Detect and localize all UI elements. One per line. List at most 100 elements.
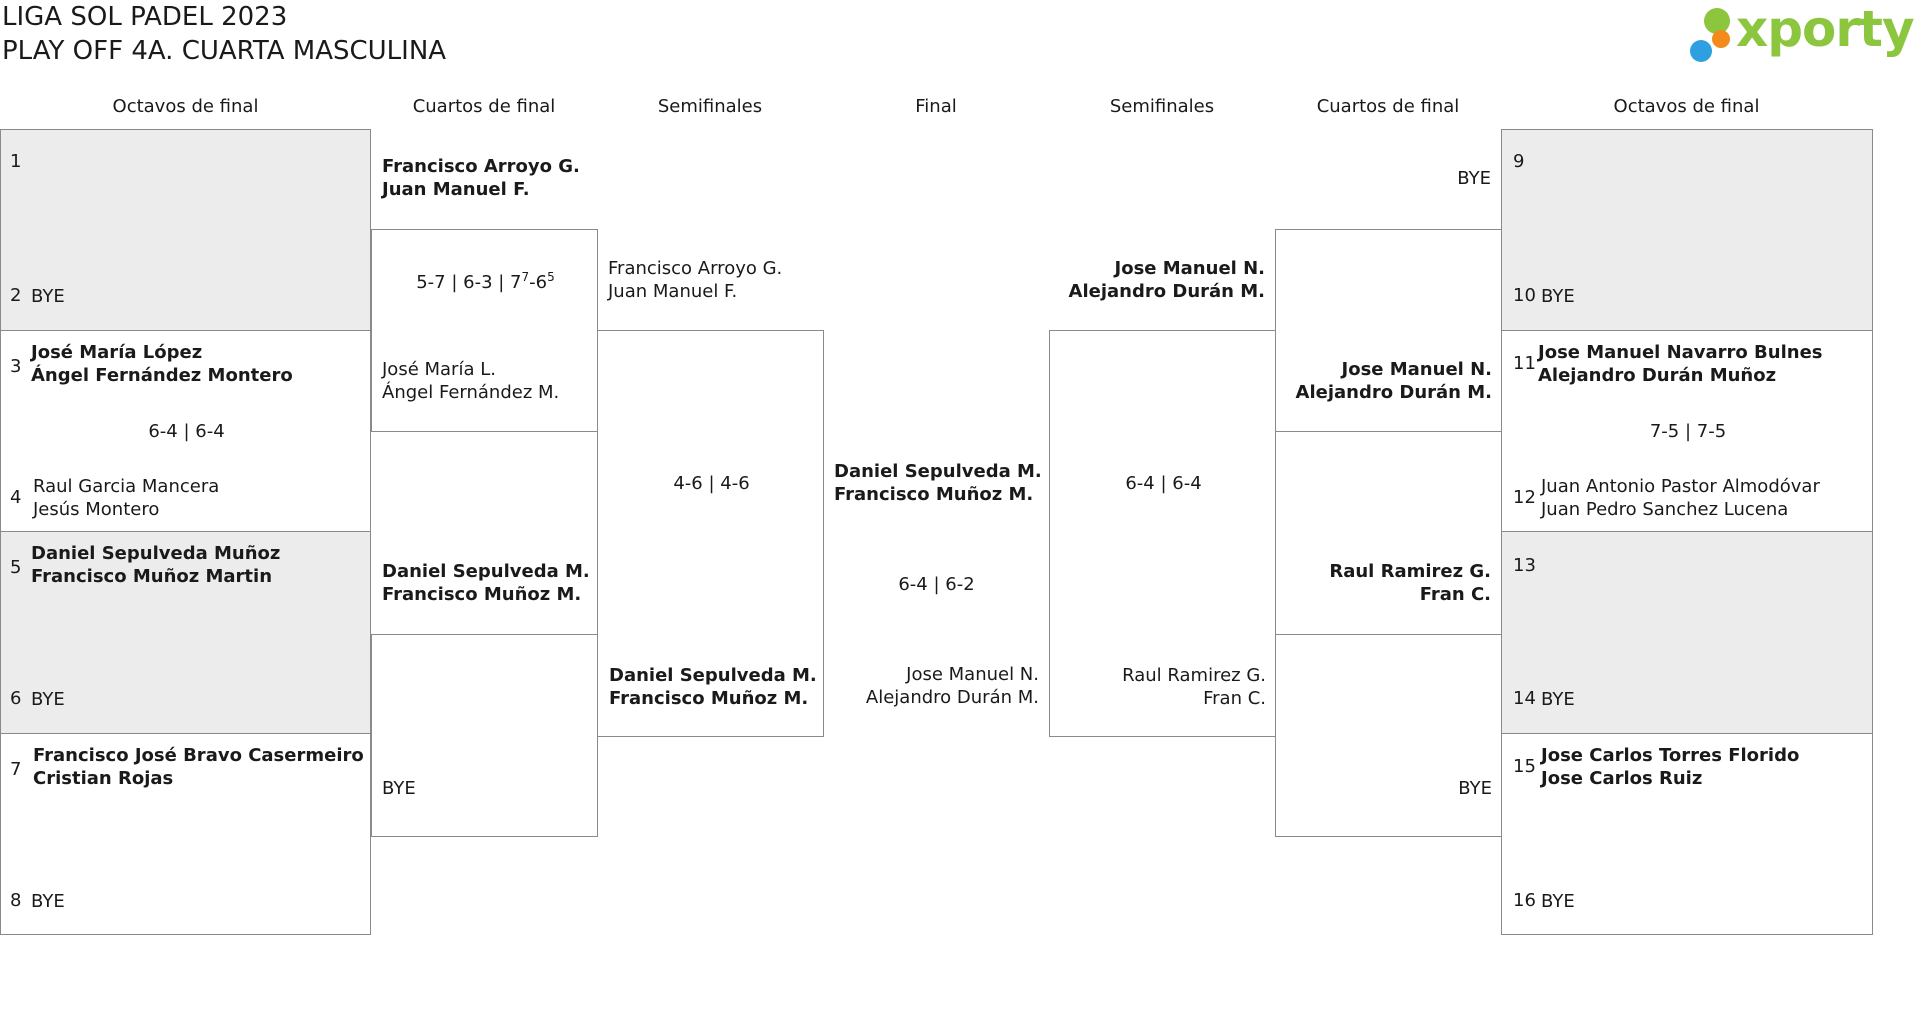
qf-right-1-top-pair: BYE: [1275, 167, 1491, 190]
player-pair-winner: Jose Manuel N. Alejandro Durán M.: [1276, 358, 1492, 404]
player-pair: BYE: [31, 285, 65, 308]
player-pair: Raul Garcia Mancera Jesús Montero: [33, 475, 219, 521]
player-name: Daniel Sepulveda M.: [834, 461, 1042, 482]
player-name: Fran C.: [1203, 688, 1266, 709]
player-pair: BYE: [1541, 688, 1575, 711]
match-r16-left-4[interactable]: 7 Francisco José Bravo Casermeiro Cristi…: [0, 733, 371, 935]
seed-number: 13: [1513, 555, 1536, 576]
player-name: Daniel Sepulveda M.: [609, 665, 817, 686]
player-pair: BYE: [31, 890, 65, 913]
player-pair-winner: Francisco José Bravo Casermeiro Cristian…: [33, 744, 364, 790]
match-qf-left-2[interactable]: BYE: [371, 634, 598, 837]
player-name: BYE: [1457, 168, 1491, 189]
player-pair-winner: Daniel Sepulveda Muñoz Francisco Muñoz M…: [31, 542, 280, 588]
player-name: BYE: [1541, 891, 1575, 912]
match-r16-right-4[interactable]: 15 Jose Carlos Torres Florido Jose Carlo…: [1501, 733, 1873, 935]
player-pair: BYE: [1541, 285, 1575, 308]
player-name: Fran C.: [1419, 584, 1491, 605]
match-r16-right-1[interactable]: 9 10 BYE: [1501, 129, 1873, 331]
player-name: Jose Manuel Navarro Bulnes: [1538, 342, 1823, 363]
player-name: Daniel Sepulveda Muñoz: [31, 543, 281, 564]
score-text: 5-7 | 6-3 | 7: [416, 272, 522, 293]
player-name: Raul Ramirez G.: [1329, 561, 1491, 582]
seed-number: 11: [1513, 353, 1536, 374]
player-name: Jose Manuel N.: [906, 664, 1039, 685]
match-r16-left-2[interactable]: 3 José María López Ángel Fernández Monte…: [0, 330, 371, 532]
player-name: Raul Ramirez G.: [1122, 665, 1266, 686]
player-name: BYE: [31, 891, 65, 912]
match-qf-right-2[interactable]: BYE: [1275, 634, 1502, 837]
match-r16-left-3[interactable]: 5 Daniel Sepulveda Muñoz Francisco Muñoz…: [0, 531, 371, 734]
logo-text: xporty: [1736, 0, 1915, 58]
seed-number: 15: [1513, 756, 1536, 777]
player-name: Alejandro Durán M.: [865, 687, 1039, 708]
match-score: 5-7 | 6-3 | 77-65: [372, 270, 599, 293]
title-line-1: LIGA SOL PADEL 2023: [2, 2, 288, 32]
match-qf-right-1[interactable]: Jose Manuel N. Alejandro Durán M.: [1275, 229, 1502, 432]
seed-number: 9: [1513, 151, 1525, 172]
seed-number: 12: [1513, 487, 1536, 508]
player-name: Jesús Montero: [33, 499, 160, 520]
seed-number: 14: [1513, 688, 1536, 709]
player-pair: BYE: [1276, 777, 1492, 800]
player-name: Ángel Fernández M.: [382, 382, 560, 403]
player-name: Juan Manuel F.: [608, 281, 738, 302]
match-sf-right[interactable]: 6-4 | 6-4 Raul Ramirez G. Fran C.: [1049, 330, 1276, 737]
xporty-logo: xporty: [1690, 0, 1920, 68]
player-pair: BYE: [382, 777, 416, 800]
player-name: Francisco Arroyo G.: [382, 156, 580, 177]
player-name: Juan Pedro Sanchez Lucena: [1541, 499, 1789, 520]
player-name: Francisco José Bravo Casermeiro: [33, 745, 364, 766]
seed-number: 10: [1513, 285, 1536, 306]
player-name: BYE: [1458, 778, 1492, 799]
match-r16-right-2[interactable]: 11 Jose Manuel Navarro Bulnes Alejandro …: [1501, 330, 1873, 532]
player-name: Daniel Sepulveda M.: [382, 561, 590, 582]
seed-number: 16: [1513, 890, 1536, 911]
player-pair-winner: Jose Carlos Torres Florido Jose Carlos R…: [1541, 744, 1799, 790]
player-name: BYE: [1541, 689, 1575, 710]
match-score: 6-4 | 6-4: [148, 421, 225, 442]
seed-number: 6: [10, 688, 22, 709]
player-name: Jose Carlos Ruiz: [1541, 768, 1703, 789]
match-score: 7-5 | 7-5: [1649, 421, 1727, 442]
player-name: BYE: [382, 778, 416, 799]
seed-number: 4: [10, 487, 22, 508]
qf-right-2-top-pair: Raul Ramirez G. Fran C.: [1275, 560, 1491, 606]
col-header-sf-left: Semifinales: [657, 96, 763, 117]
match-score: 4-6 | 4-6: [673, 473, 750, 494]
match-score: 6-4 | 6-4: [1125, 473, 1202, 494]
qf-left-2-top-pair: Daniel Sepulveda M. Francisco Muñoz M.: [382, 560, 590, 606]
logo-dot-blue: [1690, 40, 1712, 62]
player-name: Alejandro Durán M.: [1068, 281, 1265, 302]
player-pair-winner: José María López Ángel Fernández Montero: [31, 341, 293, 387]
tiebreak-score: 5: [547, 270, 555, 284]
player-name: Francisco Muñoz M.: [382, 584, 582, 605]
player-name: José María L.: [382, 359, 496, 380]
player-name: Jose Manuel N.: [1341, 359, 1493, 380]
logo-dot-green: [1704, 8, 1730, 34]
match-sf-left[interactable]: 4-6 | 4-6 Daniel Sepulveda M. Francisco …: [597, 330, 824, 737]
tiebreak-score: 7: [521, 270, 530, 284]
match-r16-left-1[interactable]: 1 2 BYE: [0, 129, 371, 331]
col-header-r16-right: Octavos de final: [1613, 96, 1760, 117]
match-r16-right-3[interactable]: 13 14 BYE: [1501, 531, 1873, 734]
player-name: Francisco Muñoz M.: [609, 688, 809, 709]
col-header-sf-right: Semifinales: [1109, 96, 1215, 117]
player-name: Jose Carlos Torres Florido: [1541, 745, 1800, 766]
score-text: -6: [529, 272, 548, 293]
player-name: Alejandro Durán M.: [1295, 382, 1492, 403]
player-pair: BYE: [1541, 890, 1575, 913]
player-pair-winner: Daniel Sepulveda M. Francisco Muñoz M.: [609, 664, 817, 710]
match-qf-left-1[interactable]: 5-7 | 6-3 | 77-65 José María L. Ángel Fe…: [371, 229, 598, 432]
player-name: Ángel Fernández Montero: [31, 365, 293, 386]
sf-left-top-pair: Francisco Arroyo G. Juan Manuel F.: [608, 257, 782, 303]
seed-number: 7: [10, 759, 22, 780]
player-name: BYE: [31, 689, 65, 710]
final-winner-pair: Daniel Sepulveda M. Francisco Muñoz M.: [834, 460, 1042, 506]
seed-number: 5: [10, 557, 22, 578]
player-name: Cristian Rojas: [33, 768, 174, 789]
seed-number: 2: [10, 285, 22, 306]
player-name: José María López: [31, 342, 203, 363]
player-pair: BYE: [31, 688, 65, 711]
player-name: Jose Manuel N.: [1114, 258, 1266, 279]
